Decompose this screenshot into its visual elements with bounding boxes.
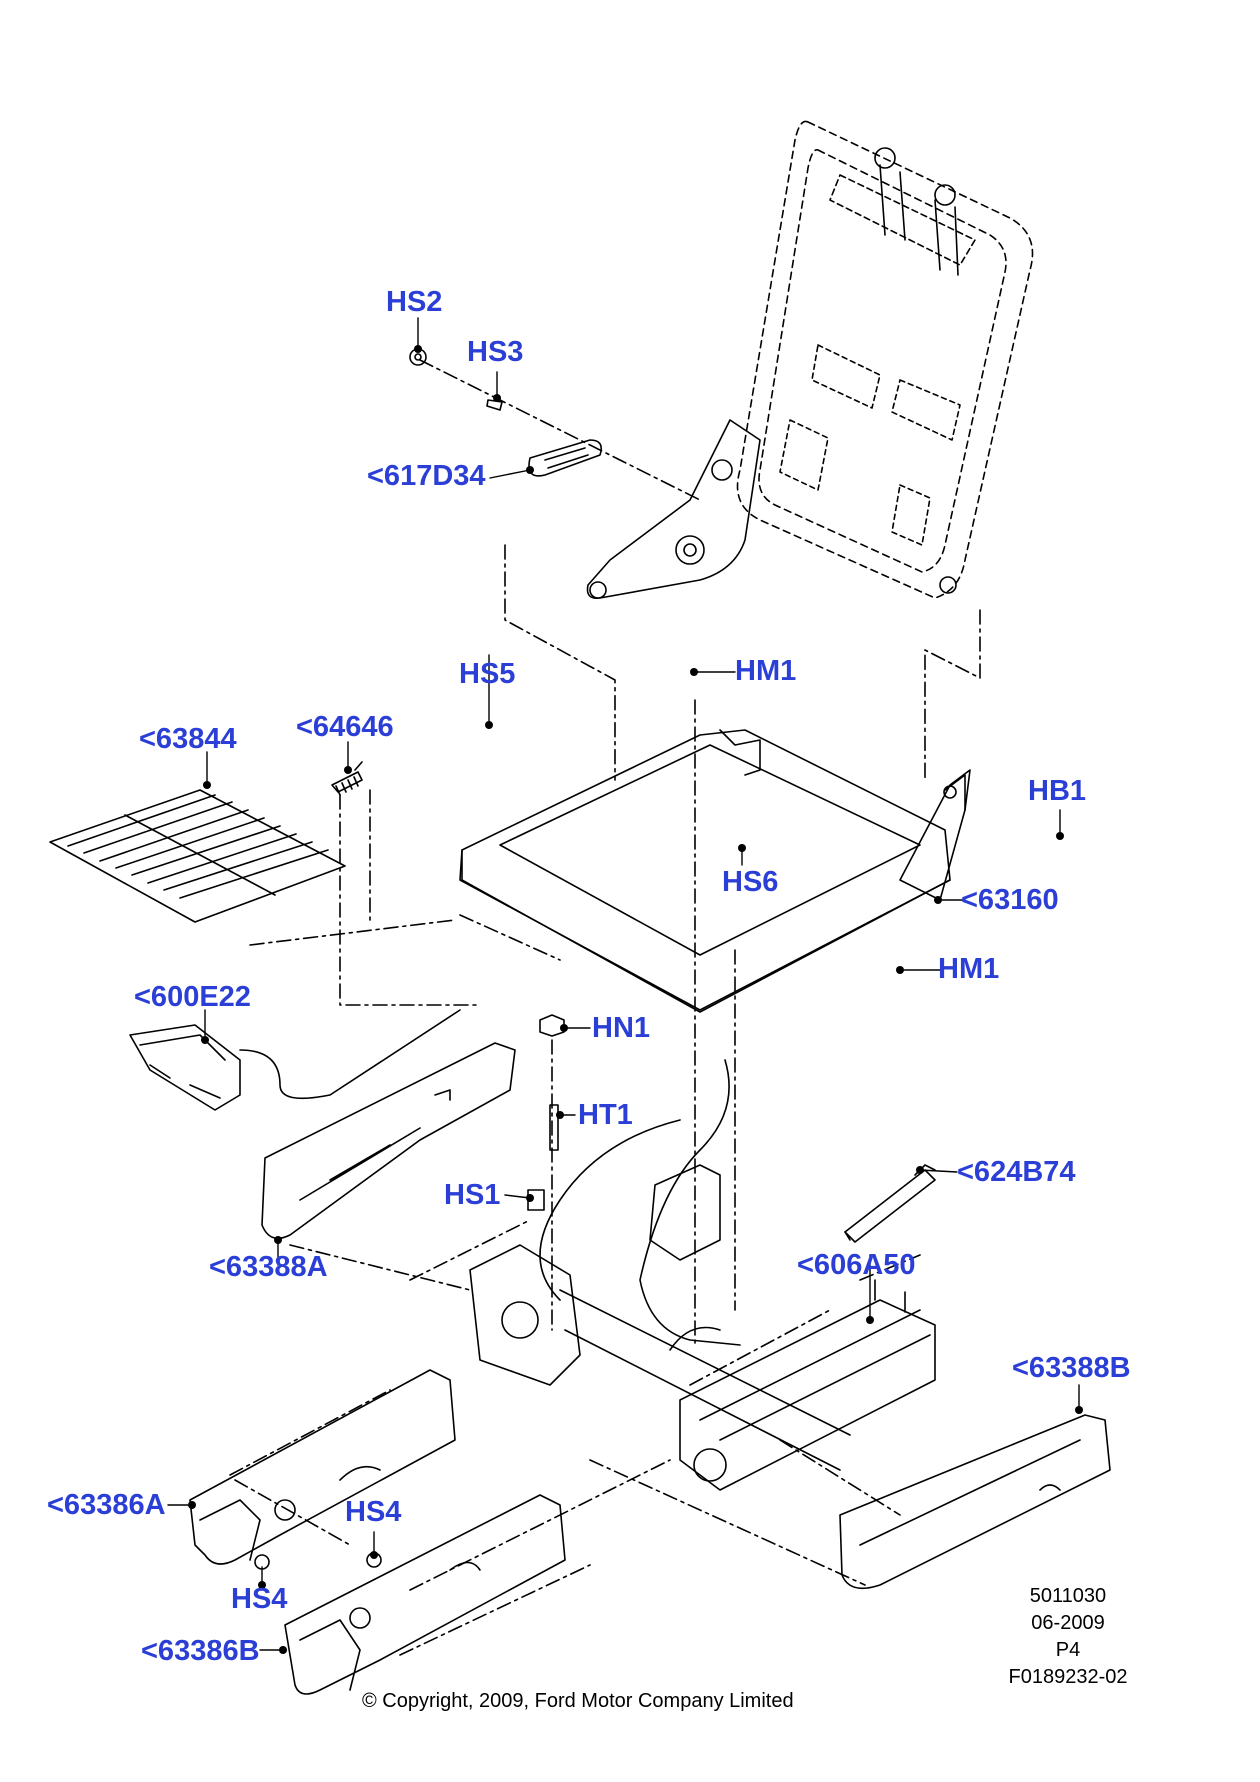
seat-back-frame [586, 120, 1034, 600]
callout-hs1[interactable]: HS1 [444, 1179, 501, 1211]
callout-617d34[interactable]: <617D34 [367, 460, 486, 492]
spring-mat-63844 [49, 789, 346, 923]
callout-hs4-lower[interactable]: HS4 [231, 1583, 288, 1615]
callout-hm1-mid[interactable]: HM1 [938, 953, 1000, 985]
document-date: 06-2009 [1031, 1612, 1105, 1634]
callout-dots [188, 345, 1083, 1654]
track-assembly-606a50 [469, 1164, 936, 1491]
seat-cushion-frame [459, 729, 966, 1013]
callout-hm1-top[interactable]: HM1 [735, 655, 797, 687]
document-figure-id: F0189232-02 [1008, 1666, 1128, 1688]
callout-hs4-upper[interactable]: HS4 [345, 1496, 402, 1528]
callout-624b74[interactable]: <624B74 [957, 1156, 1076, 1188]
hs3-screw [486, 399, 503, 411]
document-page: P4 [1055, 1639, 1081, 1661]
callout-63844[interactable]: <63844 [139, 723, 237, 755]
trim-63386b [284, 1494, 566, 1695]
document-number-block: 5011030 06-2009 P4 F0189232-02 [988, 1583, 1148, 1691]
document-number: 5011030 [1029, 1585, 1107, 1607]
bracket-63160 [899, 769, 971, 901]
callout-63386a[interactable]: <63386A [47, 1489, 166, 1521]
callout-hs6[interactable]: HS6 [722, 866, 779, 898]
bolt-hs1 [527, 1189, 545, 1211]
spring-64646 [331, 761, 363, 796]
callout-63388b[interactable]: <63388B [1012, 1352, 1131, 1384]
leader-hs2 [419, 359, 701, 501]
callout-hn1[interactable]: HN1 [592, 1012, 651, 1044]
callout-hb1[interactable]: HB1 [1028, 775, 1087, 807]
callout-63388a[interactable]: <63388A [209, 1251, 328, 1283]
callout-600e22[interactable]: <600E22 [134, 981, 251, 1013]
trim-63386a [189, 1369, 456, 1565]
trim-63388b [839, 1414, 1111, 1590]
callout-63160[interactable]: <63160 [961, 884, 1059, 916]
gas-strut-624b74 [844, 1164, 936, 1243]
callout-64646[interactable]: <64646 [296, 711, 394, 743]
callout-hs2[interactable]: HS2 [386, 286, 443, 318]
nut-hn1 [539, 1014, 565, 1037]
stud-ht1 [549, 1104, 559, 1151]
callout-ht1[interactable]: HT1 [578, 1099, 633, 1131]
callout-606a50[interactable]: <606A50 [797, 1249, 916, 1281]
copyright-text: © Copyright, 2009, Ford Motor Company Li… [362, 1690, 794, 1712]
callout-hs3[interactable]: HS3 [467, 336, 524, 368]
callout-63386b[interactable]: <63386B [141, 1635, 260, 1667]
callout-hs5[interactable]: HS5 [459, 658, 516, 690]
lumbar-module-600e22 [129, 1009, 461, 1111]
